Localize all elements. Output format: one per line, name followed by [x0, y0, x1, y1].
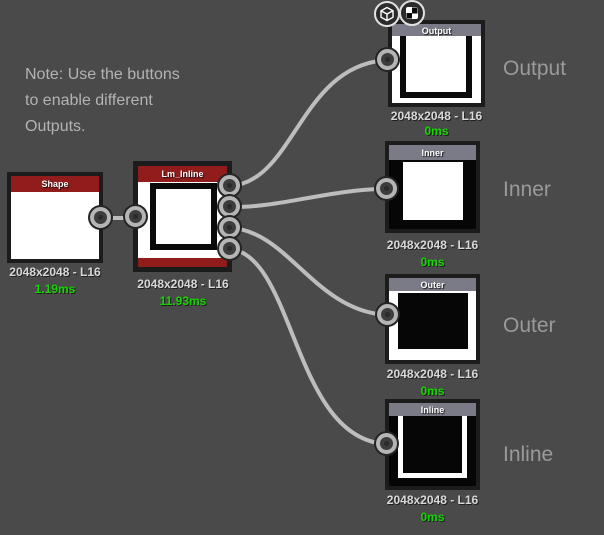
node-shape-thumbnail [11, 192, 99, 259]
node-outer-time: 0ms [420, 384, 445, 398]
node-lm-inline-footer [138, 258, 227, 267]
node-lm-inline[interactable]: Lm_Inline [133, 161, 232, 272]
wire-lminline-to-outer [228, 226, 390, 317]
node-output[interactable]: Output [388, 20, 485, 107]
thumbnail-open-top-white-outline [398, 416, 467, 478]
connector-lminline-input[interactable] [125, 206, 146, 227]
inline-side-label: Inline [503, 443, 554, 466]
node-lm-inline-time: 11.93ms [159, 294, 207, 308]
connector-lminline-output-2[interactable] [219, 196, 240, 217]
output-side-label: Output [503, 57, 567, 80]
connector-inner-input[interactable] [376, 178, 397, 199]
connector-lminline-output-3[interactable] [219, 217, 240, 238]
node-outer-resolution: 2048x2048 - L16 [386, 367, 479, 381]
node-outer[interactable]: Outer [385, 274, 480, 364]
node-outer-header: Outer [389, 278, 476, 291]
thumbnail-open-top-outline [400, 36, 472, 98]
note-line-2: to enable different [25, 92, 153, 109]
connector-shape-output[interactable] [90, 207, 111, 228]
view-2d-button[interactable] [399, 0, 425, 26]
node-inner-thumbnail [389, 160, 476, 229]
node-output-thumbnail [392, 36, 481, 103]
wire-lminline-to-inline [228, 247, 389, 446]
node-shape[interactable]: Shape [7, 172, 103, 263]
node-shape-header: Shape [11, 176, 99, 192]
node-lm-inline-thumbnail [138, 182, 227, 267]
node-inner-header: Inner [389, 145, 476, 160]
outer-side-label: Outer [503, 314, 556, 337]
node-outer-thumbnail [389, 291, 476, 360]
connector-lminline-output-1[interactable] [219, 175, 240, 196]
thumbnail-filled-black-square [398, 293, 468, 349]
checker-2d-icon [406, 7, 418, 19]
thumbnail-filled-square [403, 162, 463, 220]
node-inner-resolution: 2048x2048 - L16 [386, 238, 479, 252]
node-inline-thumbnail [389, 416, 476, 486]
node-lm-inline-header: Lm_Inline [138, 166, 227, 182]
view-3d-button[interactable] [374, 1, 400, 27]
node-lm-inline-resolution: 2048x2048 - L16 [137, 277, 229, 291]
connector-inline-input[interactable] [376, 433, 397, 454]
node-output-resolution: 2048x2048 - L16 [390, 109, 483, 123]
connector-lminline-output-4[interactable] [219, 238, 240, 259]
node-output-time: 0ms [424, 124, 449, 138]
thumbnail-square-outline [150, 183, 217, 250]
node-shape-time: 1.19ms [34, 282, 76, 296]
note-line-3: Outputs. [25, 118, 86, 135]
node-inline-time: 0ms [420, 510, 445, 524]
wire-lminline-to-inner [228, 187, 389, 210]
wire-lminline-to-output [228, 58, 390, 188]
node-shape-resolution: 2048x2048 - L16 [9, 265, 101, 279]
node-inline-header: Inline [389, 403, 476, 416]
cube-3d-icon [380, 6, 394, 22]
inner-side-label: Inner [503, 178, 551, 201]
connector-outer-input[interactable] [377, 304, 398, 325]
node-inline-resolution: 2048x2048 - L16 [386, 493, 479, 507]
node-output-header: Output [392, 24, 481, 37]
connector-output-input[interactable] [377, 49, 398, 70]
canvas-note: Note: Use the buttons to enable differen… [25, 62, 180, 140]
node-inline[interactable]: Inline [385, 399, 480, 490]
node-inner-time: 0ms [420, 255, 445, 269]
node-inner[interactable]: Inner [385, 141, 480, 233]
note-line-1: Note: Use the buttons [25, 66, 180, 83]
